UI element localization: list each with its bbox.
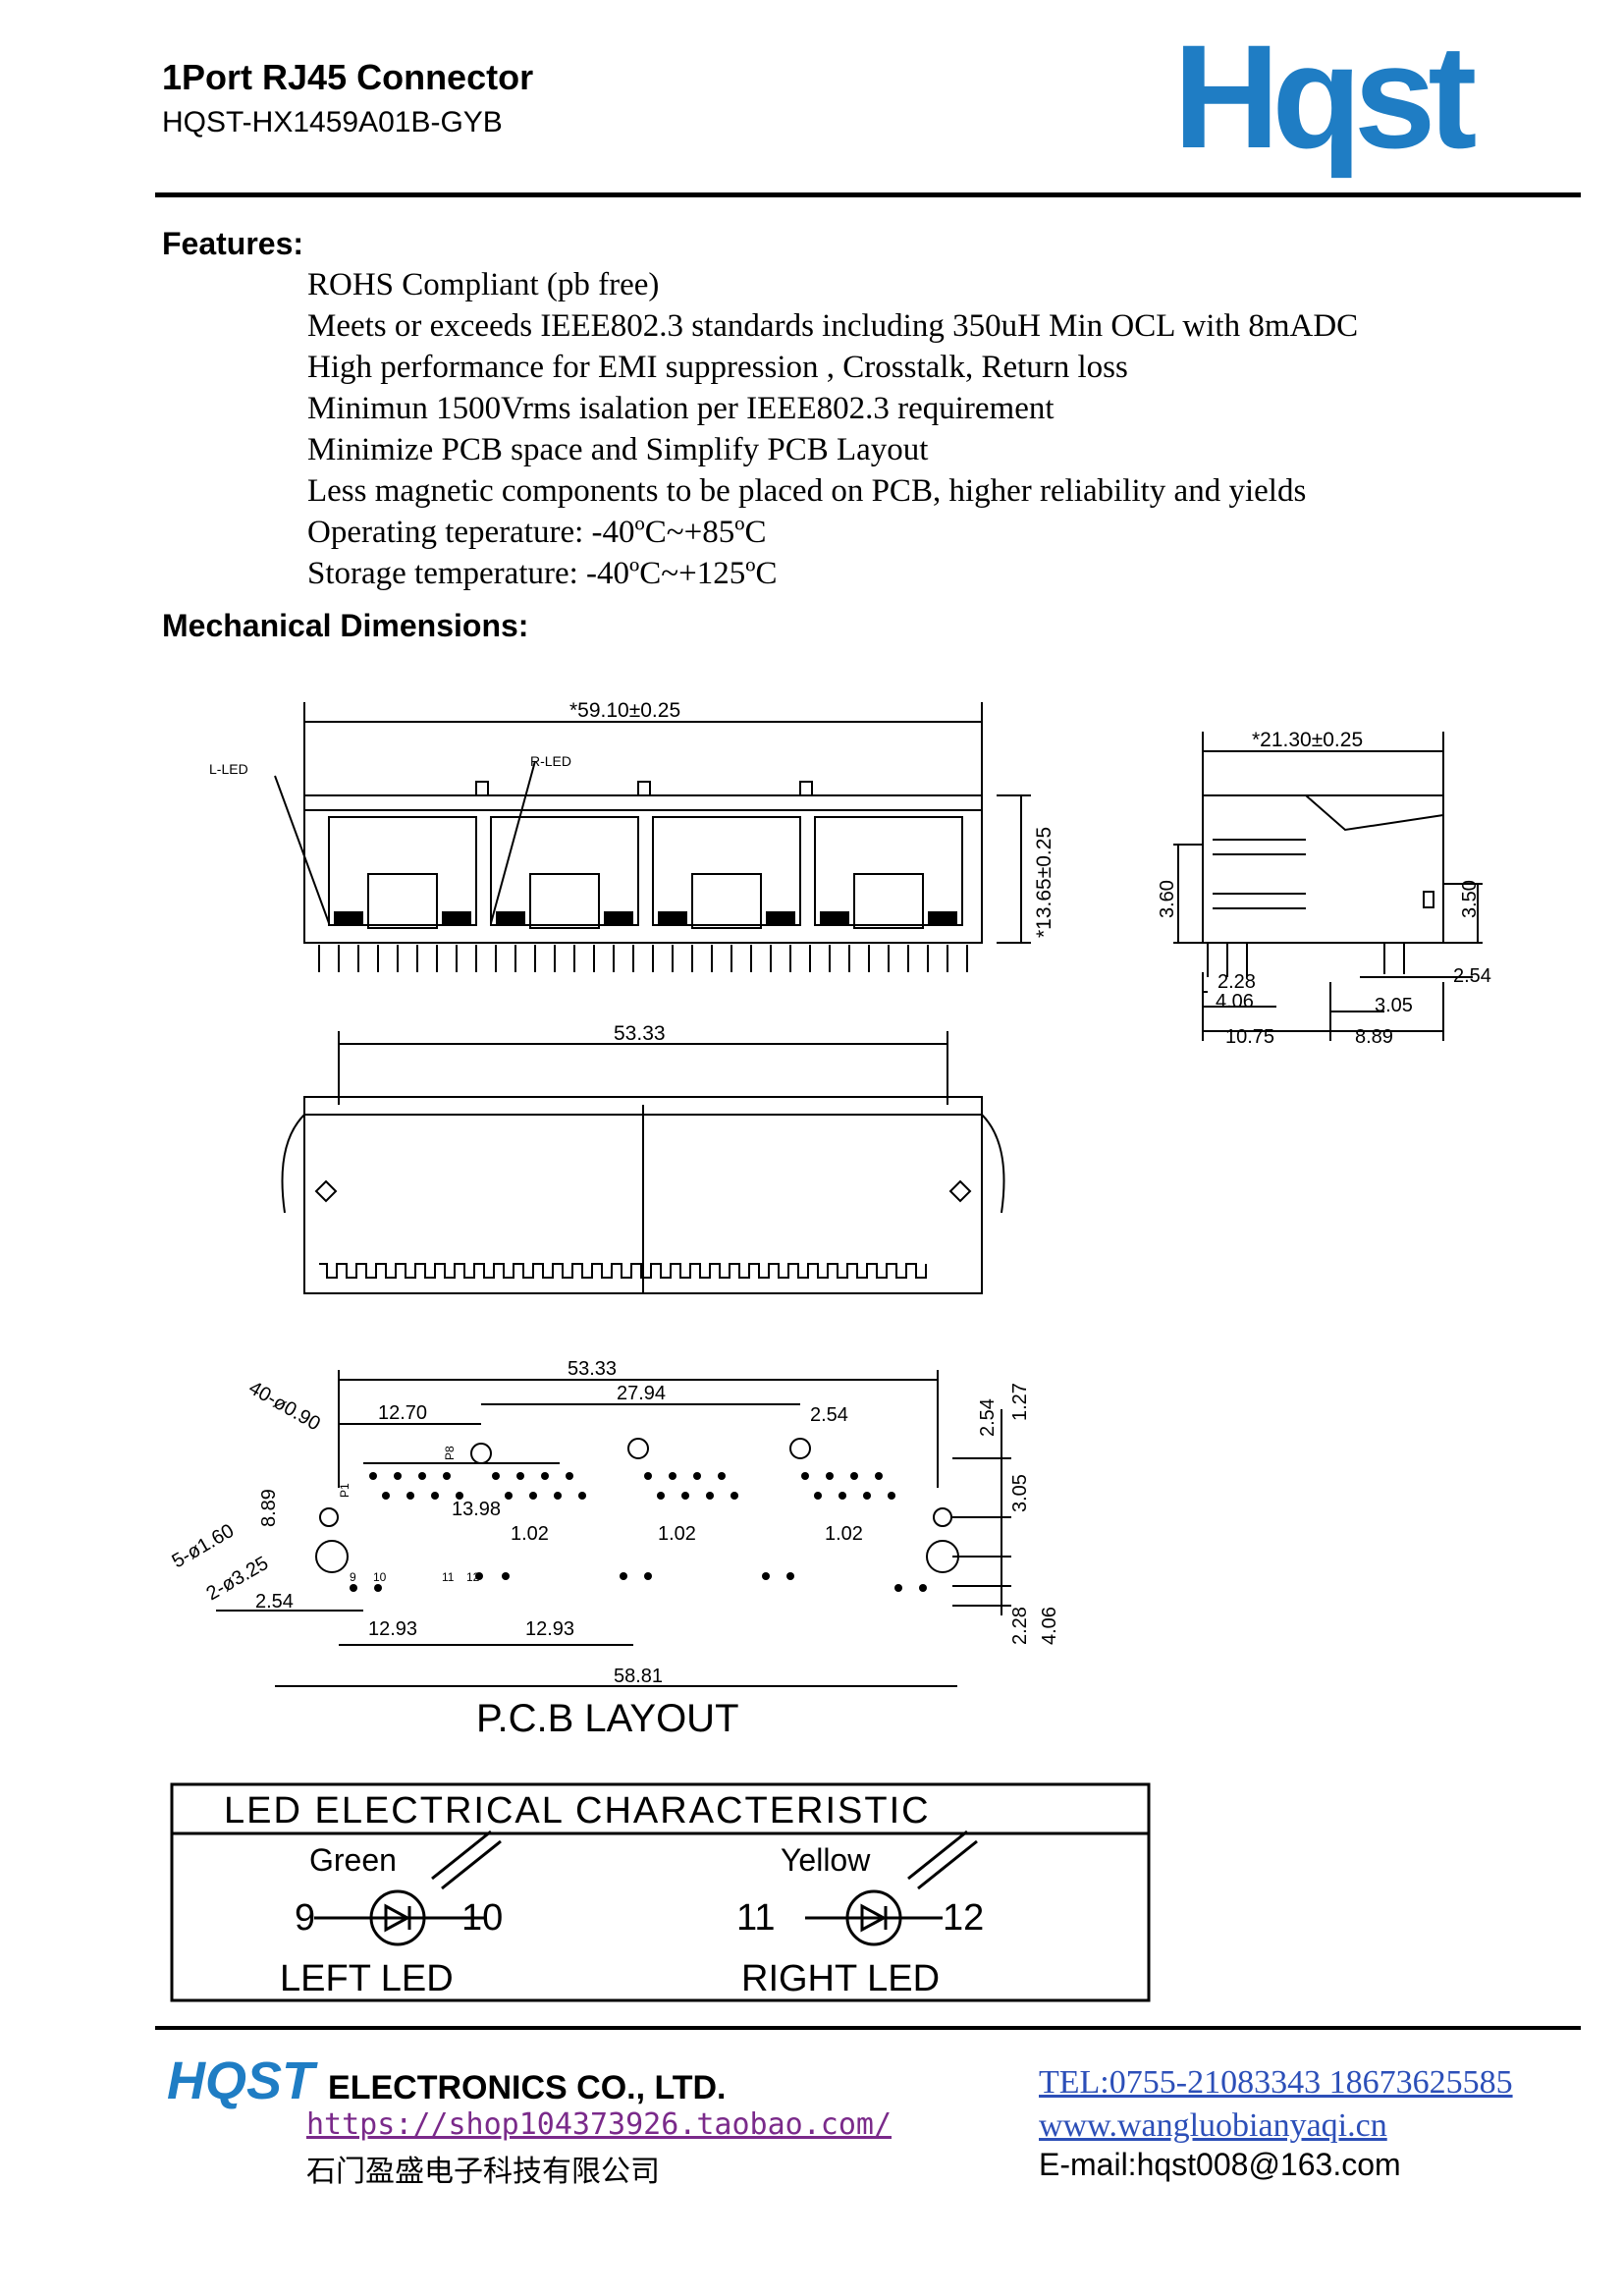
- company-brand: HQST: [167, 2051, 315, 2110]
- pcb-b-12-93-b: 12.93: [525, 1618, 574, 1640]
- right-pin-12: 12: [943, 1897, 984, 1939]
- part-number: HQST-HX1459A01B-GYB: [162, 106, 503, 138]
- right-led-label: RIGHT LED: [741, 1958, 940, 1999]
- logo-text: Hqst: [1173, 37, 1476, 179]
- left-pin-10: 10: [461, 1897, 503, 1939]
- pcb-left-2-54: 2.54: [255, 1591, 294, 1613]
- side-dim-3-05: 3.05: [1375, 995, 1413, 1016]
- chinese-company-name: 石门盈盛电子科技有限公司: [306, 2155, 660, 2189]
- r-led-label: R-LED: [530, 753, 571, 769]
- right-pin-11: 11: [736, 1897, 775, 1939]
- front-height-dim: *13.65±0.25: [1033, 827, 1055, 938]
- feature-item: ROHS Compliant (pb free): [307, 267, 660, 302]
- pcb-v-2-28: 2.28: [1009, 1607, 1031, 1645]
- side-dim-4-06: 4.06: [1216, 991, 1254, 1012]
- pin-10-label: 10: [373, 1570, 387, 1584]
- pcb-pitch-3: 1.02: [825, 1523, 863, 1545]
- pcb-layout-drawing: 53.33 27.94 12.70 2.54 13.98 1.02 1.02 1…: [169, 1358, 1061, 1740]
- side-dim-2-28: 2.28: [1217, 971, 1256, 993]
- led-characteristic-table: LED ELECTRICAL CHARACTERISTIC Green 9 10…: [170, 1782, 1151, 2002]
- pcb-hole-5: 5-ø1.60: [169, 1520, 239, 1573]
- tel-link[interactable]: TEL:0755-21083343 18673625585: [1039, 2064, 1513, 2101]
- pcb-span-13-98: 13.98: [452, 1499, 501, 1520]
- front-width-dim: *59.10±0.25: [569, 699, 680, 722]
- pin-11-label: 11: [442, 1570, 455, 1584]
- website-link[interactable]: www.wangluobianyaqi.cn: [1039, 2107, 1387, 2144]
- pcb-span-12-70: 12.70: [378, 1402, 427, 1424]
- yellow-label: Yellow: [781, 1842, 871, 1878]
- mechanical-heading: Mechanical Dimensions:: [162, 608, 529, 643]
- hqst-logo: Hqst: [1173, 37, 1566, 180]
- pin-p8-label: P8: [443, 1446, 457, 1460]
- pcb-v-2-54: 2.54: [977, 1398, 999, 1437]
- left-led-label: LEFT LED: [280, 1958, 454, 1999]
- pcb-span-27-94: 27.94: [617, 1383, 666, 1404]
- company-suffix: ELECTRONICS CO., LTD.: [328, 2069, 727, 2106]
- feature-item: Minimize PCB space and Simplify PCB Layo…: [307, 432, 929, 467]
- pcb-layout-title: P.C.B LAYOUT: [476, 1697, 739, 1740]
- pin-9-label: 9: [350, 1570, 356, 1584]
- side-view-drawing: *21.30±0.25 3.60 3.50 2.28 4.06 2.54 3.0…: [1157, 729, 1491, 1048]
- side-dim-10-75: 10.75: [1225, 1026, 1274, 1048]
- l-led-label: L-LED: [209, 761, 248, 777]
- pcb-v-8-89: 8.89: [258, 1489, 280, 1527]
- header-divider: [155, 192, 1581, 197]
- features-list: ROHS Compliant (pb free) Meets or exceed…: [307, 264, 1358, 594]
- feature-item: Operating teperature: -40ºC~+85ºC: [307, 515, 767, 550]
- bottom-view-drawing: 53.33: [281, 1022, 1005, 1294]
- feature-item: Less magnetic components to be placed on…: [307, 473, 1307, 509]
- pcb-span-53-33: 53.33: [568, 1358, 617, 1380]
- side-dim-3-50: 3.50: [1459, 880, 1481, 918]
- shop-link[interactable]: https://shop104373926.taobao.com/: [306, 2107, 893, 2142]
- footer-divider: [155, 2026, 1581, 2030]
- pcb-pitch-1: 1.02: [511, 1523, 549, 1545]
- bottom-width-dim: 53.33: [614, 1022, 666, 1045]
- pcb-v-3-05: 3.05: [1009, 1474, 1031, 1512]
- pcb-b-58-81: 58.81: [614, 1666, 663, 1687]
- green-label: Green: [309, 1842, 397, 1878]
- company-name: HQST ELECTRONICS CO., LTD.: [167, 2050, 727, 2111]
- pcb-pitch-2: 1.02: [658, 1523, 696, 1545]
- pin-p1-label: P1: [338, 1483, 352, 1498]
- front-view-drawing: *59.10±0.25 L-LED R-LED *13.65±0.25: [209, 699, 1055, 972]
- left-pin-9: 9: [295, 1897, 315, 1939]
- document-title: 1Port RJ45 Connector: [162, 57, 534, 97]
- side-depth-dim: *21.30±0.25: [1252, 729, 1363, 751]
- pin-12-label: 12: [466, 1570, 480, 1584]
- pcb-span-2-54: 2.54: [810, 1404, 848, 1426]
- pcb-v-1-27: 1.27: [1009, 1383, 1031, 1421]
- side-dim-3-60: 3.60: [1157, 880, 1178, 918]
- feature-item: High performance for EMI suppression , C…: [307, 350, 1128, 385]
- feature-item: Meets or exceeds IEEE802.3 standards inc…: [307, 308, 1359, 344]
- pcb-v-4-06: 4.06: [1039, 1607, 1060, 1645]
- pcb-hole-40: 40-ø0.90: [245, 1377, 324, 1435]
- features-heading: Features:: [162, 226, 304, 261]
- email-text: E-mail:hqst008@163.com: [1039, 2147, 1401, 2182]
- side-dim-2-54: 2.54: [1453, 965, 1491, 987]
- feature-item: Minimun 1500Vrms isalation per IEEE802.3…: [307, 391, 1055, 426]
- pcb-b-12-93-a: 12.93: [368, 1618, 417, 1640]
- led-table-title: LED ELECTRICAL CHARACTERISTIC: [224, 1790, 931, 1831]
- feature-item: Storage temperature: -40ºC~+125ºC: [307, 556, 778, 591]
- side-dim-8-89: 8.89: [1355, 1026, 1393, 1048]
